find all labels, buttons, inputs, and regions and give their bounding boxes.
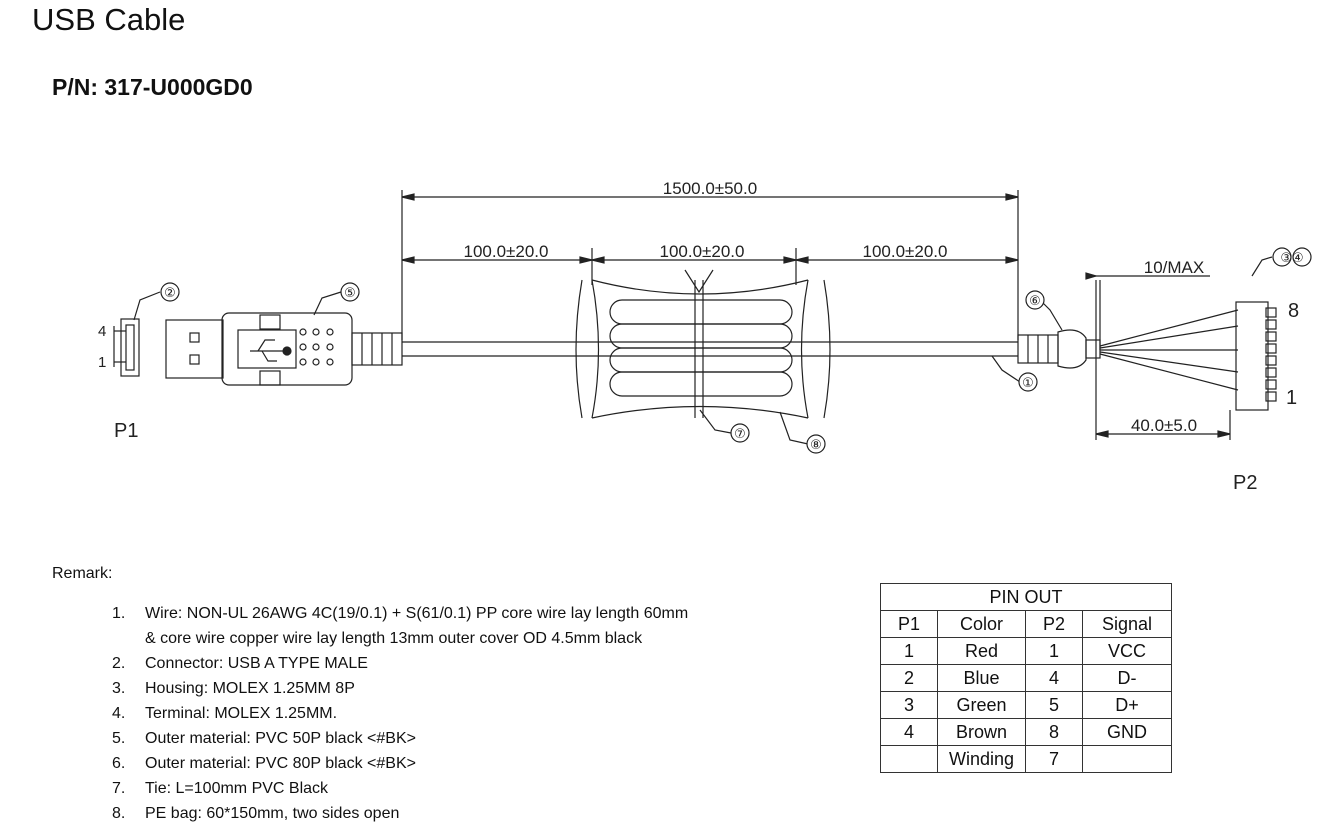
- pinout-cell-signal: D-: [1082, 664, 1172, 692]
- callout-3-4: ③④: [1280, 250, 1303, 265]
- p1-end-view: [113, 318, 140, 377]
- pinout-cell-color: Green: [937, 691, 1026, 719]
- remark-item: 2. Connector: USB A TYPE MALE: [112, 651, 688, 676]
- coiled-cable-in-bag: [575, 269, 831, 419]
- dimension-overall: [401, 190, 1019, 340]
- callout-1: ①: [1022, 375, 1034, 390]
- table-row: 1 Red 1 VCC: [880, 637, 1172, 665]
- p2-label: P2: [1233, 472, 1257, 494]
- p2-pin-top: 8: [1288, 300, 1299, 322]
- table-row: 4 Brown 8 GND: [880, 718, 1172, 746]
- pinout-cell-p2: 4: [1025, 664, 1083, 692]
- remark-number: 1.: [112, 605, 126, 622]
- dimension-seg2-label: 100.0±20.0: [660, 242, 745, 261]
- remark-number: 3.: [112, 680, 126, 697]
- cable-drawing: ② ⑤ ⑥ ① ③④ ⑦ ⑧ 1500.0±50.0 100.0±20.0 10…: [98, 179, 1312, 494]
- remark-item: 3. Housing: MOLEX 1.25MM 8P: [112, 676, 688, 701]
- remark-text: PE bag: 60*150mm, two sides open: [145, 805, 400, 822]
- pinout-cell-p1: 4: [880, 718, 938, 746]
- remark-number: 7.: [112, 780, 126, 797]
- callout-7: ⑦: [734, 426, 746, 441]
- pinout-cell-p2: 1: [1025, 637, 1083, 665]
- pinout-title: PIN OUT: [880, 583, 1172, 611]
- p1-label: P1: [114, 420, 138, 442]
- pinout-cell-p1: 1: [880, 637, 938, 665]
- dimension-breakout-label: 40.0±5.0: [1131, 416, 1197, 435]
- remark-text: Wire: NON-UL 26AWG 4C(19/0.1) + S(61/0.1…: [145, 605, 689, 622]
- pinout-cell-color: Winding: [937, 745, 1026, 773]
- pinout-cell-p1: 2: [880, 664, 938, 692]
- remark-text: Terminal: MOLEX 1.25MM.: [145, 705, 338, 722]
- remark-item: 8. PE bag: 60*150mm, two sides open: [112, 801, 688, 826]
- p1-pin-top: 4: [98, 323, 106, 340]
- pinout-cell-color: Brown: [937, 718, 1026, 746]
- p2-dimensions: [1085, 272, 1231, 440]
- remark-text-continued: & core wire copper wire lay length 13mm …: [145, 630, 643, 647]
- cable: [402, 341, 1018, 357]
- pinout-header-p1: P1: [880, 610, 938, 638]
- table-row: Winding 7: [880, 745, 1172, 773]
- p2-overmold: [1017, 280, 1101, 440]
- callout-5: ⑤: [344, 285, 356, 300]
- remark-item: 6. Outer material: PVC 80P black <#BK>: [112, 751, 688, 776]
- dimension-strip-label: 10/MAX: [1144, 258, 1204, 277]
- pinout-header-signal: Signal: [1082, 610, 1172, 638]
- remark-item: 5. Outer material: PVC 50P black <#BK>: [112, 726, 688, 751]
- table-row: 2 Blue 4 D-: [880, 664, 1172, 692]
- callout-6: ⑥: [1029, 293, 1041, 308]
- remark-text: Outer material: PVC 50P black <#BK>: [145, 730, 416, 747]
- pinout-cell-p1: 3: [880, 691, 938, 719]
- pinout-cell-color: Red: [937, 637, 1026, 665]
- pinout-cell-p1: [880, 745, 938, 773]
- callout-bubbles: [160, 247, 1312, 454]
- remark-number: 6.: [112, 755, 126, 772]
- pinout-cell-signal: [1082, 745, 1172, 773]
- p1-pin-bottom: 1: [98, 354, 106, 371]
- remark-text: Connector: USB A TYPE MALE: [145, 655, 368, 672]
- pinout-cell-signal: GND: [1082, 718, 1172, 746]
- pinout-header-p2: P2: [1025, 610, 1083, 638]
- remark-text: Housing: MOLEX 1.25MM 8P: [145, 680, 355, 697]
- pinout-cell-p2: 8: [1025, 718, 1083, 746]
- dimension-seg3-label: 100.0±20.0: [863, 242, 948, 261]
- dimension-segments: [401, 248, 1019, 285]
- usb-a-plug: [165, 312, 403, 386]
- p2-housing: [1235, 301, 1277, 411]
- pinout-header-row: P1 Color P2 Signal: [880, 610, 1172, 638]
- pinout-cell-color: Blue: [937, 664, 1026, 692]
- remark-number: 4.: [112, 705, 126, 722]
- remark-number: 2.: [112, 655, 126, 672]
- callout-8: ⑧: [810, 437, 822, 452]
- remark-list: 1. Wire: NON-UL 26AWG 4C(19/0.1) + S(61/…: [112, 601, 688, 826]
- remark-item: 7. Tie: L=100mm PVC Black: [112, 776, 688, 801]
- dimension-overall-label: 1500.0±50.0: [663, 179, 757, 198]
- remark-text: Outer material: PVC 80P black <#BK>: [145, 755, 416, 772]
- p2-pin-bottom: 1: [1286, 387, 1297, 409]
- remark-text: Tie: L=100mm PVC Black: [145, 780, 329, 797]
- pinout-cell-p2: 5: [1025, 691, 1083, 719]
- pinout-cell-signal: D+: [1082, 691, 1172, 719]
- p2-wires: [1099, 309, 1239, 391]
- pinout-cell-signal: VCC: [1082, 637, 1172, 665]
- remark-number: 8.: [112, 805, 126, 822]
- page-title: USB Cable: [32, 2, 186, 37]
- remark-title: Remark:: [52, 565, 113, 582]
- dimension-seg1-label: 100.0±20.0: [464, 242, 549, 261]
- remark-number: 5.: [112, 730, 126, 747]
- pinout-cell-p2: 7: [1025, 745, 1083, 773]
- pinout-header-color: Color: [937, 610, 1026, 638]
- part-number: P/N: 317-U000GD0: [52, 74, 253, 100]
- callout-2: ②: [164, 285, 176, 300]
- remark-item: 1. Wire: NON-UL 26AWG 4C(19/0.1) + S(61/…: [112, 601, 688, 651]
- table-row: 3 Green 5 D+: [880, 691, 1172, 719]
- remark-item: 4. Terminal: MOLEX 1.25MM.: [112, 701, 688, 726]
- pinout-table: PIN OUT P1 Color P2 Signal 1 Red 1 VCC 2…: [880, 583, 1172, 773]
